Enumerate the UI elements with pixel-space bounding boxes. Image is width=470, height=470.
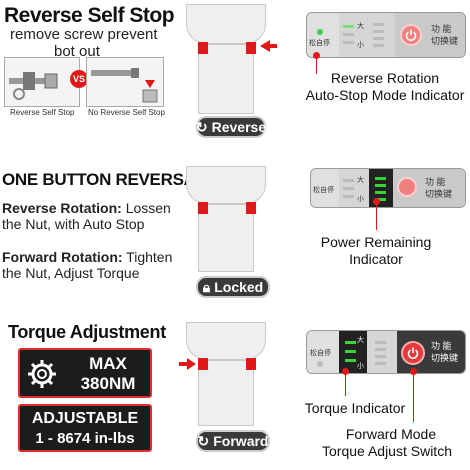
function-label-3-line2: 切换键 [431,353,459,363]
reverse-rotation-desc-line1: Reverse Rotation: Lossen [2,200,171,216]
power-bar-3-1 [375,341,386,344]
caption-no-reverse-self-stop: No Reverse Self Stop [88,108,165,117]
power-bar-1 [373,23,384,26]
callout-reverse-indicator-line2: Auto-Stop Mode Indicator [305,87,465,103]
callout-power-line2: Indicator [349,251,403,267]
small-label-3: 小 [357,363,364,370]
caption-reverse-self-stop: Reverse Self Stop [10,108,75,117]
arrow-right-icon [179,358,196,370]
reverse-mode-label: Reverse [211,119,267,135]
loose-bolt-icon [91,68,158,103]
power-bar-2-3 [375,191,386,194]
forward-rotation-text1: Tighten [122,249,173,265]
big-label: 大 [357,23,364,30]
reverse-rotation-head: Reverse Rotation: [2,200,122,216]
section1-subtitle-line2: bot out [54,43,100,60]
forward-mode-badge: ↻ Forward [196,430,270,452]
control-panel-1: 松自停 大 小 功 能 切换键 [306,12,466,58]
max-value: 380NM [80,374,136,393]
power-icon-3 [407,347,419,359]
function-label-2-line1: 功 能 [425,177,446,187]
rotate-icon: ↻ [197,432,210,449]
small-label: 小 [357,42,364,49]
red-switch-left [198,42,208,54]
torque-bar-3 [343,41,354,44]
reverse-rotation-text1: Lossen [121,200,171,216]
torque-bar-1 [343,25,354,28]
red-switch-right-3 [246,358,256,370]
gear-icon [28,360,56,388]
torque-bar-2-1 [343,179,354,182]
power-bar-3-4 [375,362,386,365]
locked-mode-badge: 🔒︎ Locked [196,276,270,298]
max-torque-badge: MAX 380NM [18,348,152,398]
power-button-2[interactable] [397,177,417,197]
function-label-2-line2: 切换键 [425,189,453,199]
section1-title: Reverse Self Stop [4,4,175,27]
red-switch-left-2 [198,202,208,214]
function-label-line2: 切换键 [431,36,459,46]
callout-forward-line2: Torque Adjust Switch [322,443,452,459]
torque-bar-3-2 [345,350,356,353]
bolt-with-nut-icon [9,72,58,100]
control-panel-2: 松自停 大 小 功 能 切换键 [310,168,466,208]
section2-title: ONE BUTTON REVERSAL [2,170,206,189]
big-label-3: 大 [357,337,364,344]
reverse-mode-badge: ↻ Reverse [196,116,266,138]
power-icon [405,29,417,41]
callout-power-line1: Power Remaining [320,234,432,250]
vs-badge: VS [70,70,88,88]
section3-title: Torque Adjustment [8,322,166,342]
power-bar-4 [373,44,384,47]
power-bar-2-1 [375,177,386,180]
function-label-3-line1: 功 能 [431,341,452,351]
section1-subtitle-line1: remove screw prevent [10,26,158,43]
torque-bar-2-3 [343,195,354,198]
max-label: MAX [89,354,127,373]
callout-torque-indicator: Torque Indicator [304,400,406,416]
torque-bar-3-1 [345,341,356,344]
auto-stop-led-3 [317,361,323,367]
locked-mode-label: Locked [214,279,264,295]
callout-reverse-indicator-line1: Reverse Rotation [330,70,440,86]
arrow-left-icon [260,40,277,52]
red-switch-right-2 [246,202,256,214]
forward-rotation-desc-line1: Forward Rotation: Tighten [2,249,172,265]
forward-rotation-head: Forward Rotation: [2,249,123,265]
vs-label: VS [72,74,85,84]
power-bar-2-2 [375,184,386,187]
power-bar-2-4 [375,198,386,201]
forward-rotation-desc-line2: the Nut, Adjust Torque [2,265,140,281]
red-switch-left-3 [198,358,208,370]
adjustable-torque-badge: ADJUSTABLE 1 - 8674 in-lbs [18,404,152,452]
bolt-comparison-left [4,57,80,107]
control-panel-3: 松自停 大 小 功 能 切换键 [306,330,466,374]
function-label-line1: 功 能 [431,24,452,34]
small-label-2: 小 [357,196,364,203]
power-bar-3-2 [375,348,386,351]
bolt-comparison-right [86,57,164,107]
auto-stop-led [317,29,323,35]
reverse-rotation-desc-line2: the Nut, with Auto Stop [2,216,145,232]
power-bar-3 [373,37,384,40]
callout-forward-line1: Forward Mode [345,426,437,442]
big-label-2: 大 [357,177,364,184]
auto-stop-label-3: 松自停 [310,350,331,357]
power-bar-3-3 [375,355,386,358]
forward-mode-label: Forward [213,433,269,449]
torque-bar-2-2 [343,187,354,190]
power-bar-2 [373,30,384,33]
adjustable-label: ADJUSTABLE [31,410,139,427]
lock-icon: 🔒︎ [202,278,211,295]
auto-stop-label: 松自停 [309,40,330,47]
rotate-icon: ↻ [195,118,208,135]
red-switch-right [246,42,256,54]
torque-bar-2 [343,33,354,36]
auto-stop-label-2: 松自停 [313,187,334,194]
torque-bar-3-3 [345,359,356,362]
adjustable-range: 1 - 8674 in-lbs [35,430,135,447]
